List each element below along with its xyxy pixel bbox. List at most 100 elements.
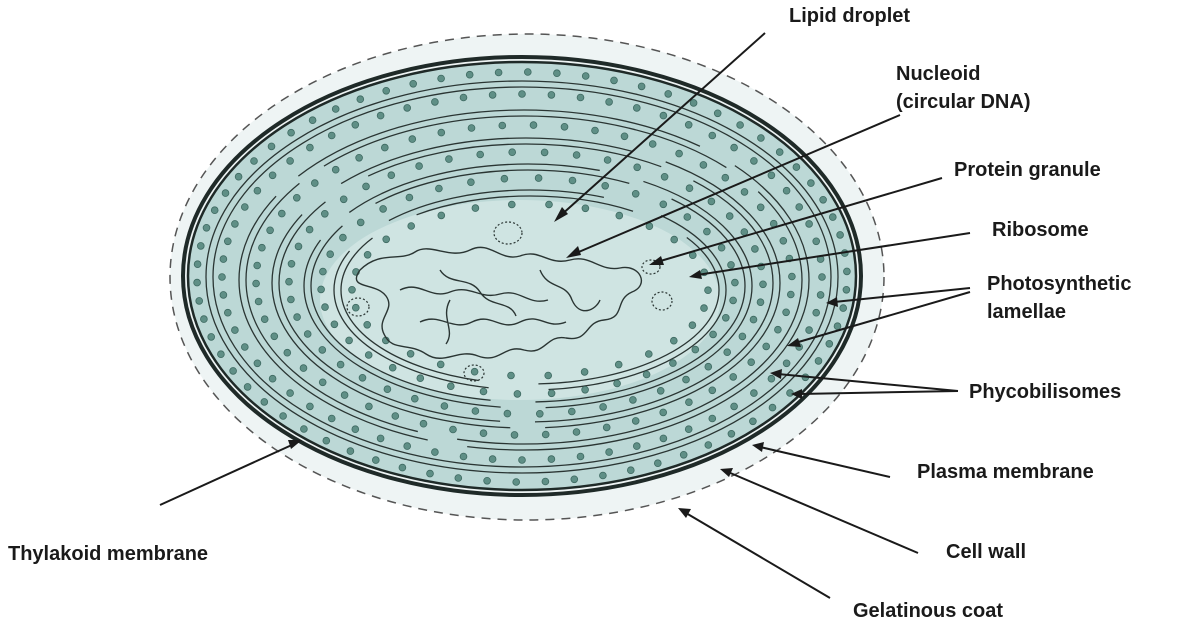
phycobilisome-dot [705,287,712,294]
phycobilisome-dot [438,75,445,82]
phycobilisome-dot [548,92,555,99]
phycobilisome-dot [614,380,621,387]
phycobilisome-dot [480,430,487,437]
phycobilisome-dot [787,390,794,397]
phycobilisome-dot [438,129,445,136]
phycobilisome-dot [577,94,584,101]
phycobilisome-dot [582,386,589,393]
phycobilisome-dot [356,154,363,161]
phycobilisome-dot [241,344,248,351]
phycobilisome-dot [728,262,735,269]
phycobilisome-dot [739,333,746,340]
phycobilisome-dot [826,340,833,347]
phycobilisome-dot [328,132,335,139]
phycobilisome-dot [346,337,353,344]
phycobilisome-dot [381,144,388,151]
phycobilisome-dot [730,374,737,381]
phycobilisome-dot [581,369,588,376]
phycobilisome-dot [660,112,667,119]
phycobilisome-dot [763,343,770,350]
phycobilisome-dot [508,201,515,208]
phycobilisome-dot [377,112,384,119]
phycobilisome-dot [751,390,758,397]
phycobilisome-dot [320,268,327,275]
phycobilisome-dot [685,121,692,128]
phycobilisome-dot [606,99,613,106]
central-region [320,200,720,400]
phycobilisome-dot [460,94,467,101]
phycobilisome-dot [701,305,708,312]
phycobilisome-dot [731,144,738,151]
phycobilisome-dot [690,100,697,107]
phycobilisome-dot [340,234,347,241]
phycobilisome-dot [603,424,610,431]
phycobilisome-dot [319,347,326,354]
label-photosynthetic: Photosynthetic [987,273,1131,295]
phycobilisome-dot [218,351,225,358]
phycobilisome-dot [568,408,575,415]
phycobilisome-dot [331,321,338,328]
phycobilisome-dot [471,368,478,375]
label-gelatinous-coat: Gelatinous coat [853,600,1003,622]
phycobilisome-dot [271,333,278,340]
phycobilisome-dot [468,125,475,132]
phycobilisome-dot [705,442,712,449]
phycobilisome-dot [441,403,448,410]
phycobilisome-dot [548,456,555,463]
phycobilisome-dot [718,244,725,251]
phycobilisome-dot [704,228,711,235]
phycobilisome-dot [347,448,354,455]
phycobilisome-dot [670,360,677,367]
phycobilisome-dot [710,331,717,338]
phycobilisome-dot [705,363,712,370]
label-lipid-droplet: Lipid droplet [789,5,910,27]
phycobilisome-dot [519,91,526,98]
phycobilisome-dot [460,453,467,460]
phycobilisome-dot [318,286,325,293]
phycobilisome-dot [420,420,427,427]
phycobilisome-dot [600,404,607,411]
phycobilisome-dot [689,322,696,329]
phycobilisome-dot [432,449,439,456]
phycobilisome-dot [194,261,201,268]
phycobilisome-dot [757,204,764,211]
phycobilisome-dot [259,244,266,251]
phycobilisome-dot [606,449,613,456]
phycobilisome-dot [680,451,687,458]
phycobilisome-dot [731,403,738,410]
phycobilisome-dot [392,413,399,420]
phycobilisome-dot [732,279,739,286]
phycobilisome-dot [364,321,371,328]
phycobilisome-dot [542,478,549,485]
phycobilisome-dot [684,214,691,221]
label-plasma-membrane: Plasma membrane [917,461,1094,483]
phycobilisome-dot [808,180,815,187]
phycobilisome-dot [737,122,744,129]
phycobilisome-dot [813,238,820,245]
phycobilisome-dot [472,408,479,415]
phycobilisome-dot [750,316,757,323]
phycobilisome-dot [222,190,229,197]
phycobilisome-dot [388,172,395,179]
phycobilisome-dot [307,144,314,151]
phycobilisome-dot [211,207,218,214]
phycobilisome-dot [372,457,379,464]
phycobilisome-dot [332,106,339,113]
phycobilisome-dot [714,110,721,117]
phycobilisome-dot [357,219,364,226]
phycobilisome-dot [220,292,227,299]
label-phycobilisomes: Phycobilisomes [969,381,1121,403]
phycobilisome-dot [709,387,716,394]
phycobilisome-dot [582,205,589,212]
phycobilisome-dot [787,291,794,298]
phycobilisome-dot [820,196,827,203]
phycobilisome-dot [813,309,820,316]
phycobilisome-dot [660,201,667,208]
phycobilisome-dot [321,210,328,217]
phycobilisome-dot [722,174,729,181]
phycobilisome-dot [309,117,316,124]
phycobilisome-dot [692,346,699,353]
phycobilisome-dot [208,334,215,341]
phycobilisome-dot [301,426,308,433]
phycobilisome-dot [834,323,841,330]
